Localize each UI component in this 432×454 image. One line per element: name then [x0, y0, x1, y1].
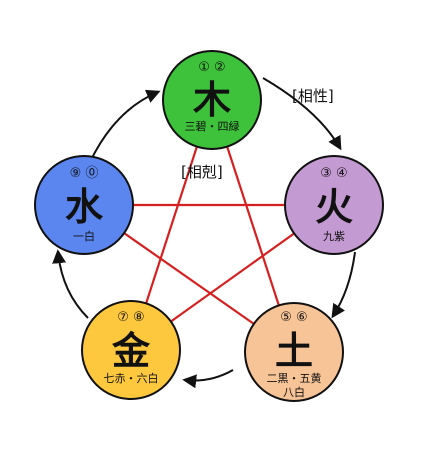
arrow-earth-to-metal — [182, 369, 234, 389]
fire-numbers: ③ ④ — [320, 166, 347, 181]
earth-circle — [244, 302, 344, 402]
metal-numbers: ⑦ ⑧ — [117, 310, 144, 325]
generating-label: [相性] — [292, 87, 334, 105]
arrow-fire-to-earth — [331, 251, 356, 319]
element-fire: ③ ④ 火 九紫 — [284, 155, 384, 255]
element-metal: ⑦ ⑧ 金 七赤・六白 — [81, 300, 181, 400]
generating-cycle — [52, 77, 356, 389]
metal-sub: 七赤・六白 — [104, 371, 159, 385]
earth-sub: 二黒・五黄 — [267, 371, 322, 385]
water-numbers: ⑨ ⓪ — [70, 166, 99, 181]
water-sub: 一白 — [73, 229, 95, 243]
wood-circle — [162, 50, 262, 150]
fire-glyph: 火 — [315, 185, 353, 229]
water-glyph: 水 — [65, 185, 104, 229]
earth-glyph: 土 — [275, 329, 313, 373]
wood-numbers: ① ② — [198, 60, 225, 75]
fire-sub: 九紫 — [323, 230, 345, 243]
arrow-wood-to-fire — [262, 77, 342, 151]
metal-glyph: 金 — [111, 329, 151, 373]
arrow-metal-to-water — [52, 249, 89, 319]
wood-glyph: 木 — [193, 78, 231, 122]
earth-numbers: ⑤ ⑥ — [280, 310, 307, 325]
overcoming-label: [相剋] — [181, 163, 223, 181]
earth-sub2: 八白 — [283, 385, 305, 399]
element-wood: ① ② 木 三碧・四緑 — [162, 50, 262, 150]
element-earth: ⑤ ⑥ 土 二黒・五黄 八白 — [244, 302, 344, 402]
wood-sub: 三碧・四緑 — [185, 119, 240, 133]
arrow-water-to-wood — [89, 89, 161, 163]
fire-circle — [284, 155, 384, 255]
element-water: ⑨ ⓪ 水 一白 — [34, 155, 134, 255]
metal-circle — [81, 300, 181, 400]
water-circle — [34, 155, 134, 255]
